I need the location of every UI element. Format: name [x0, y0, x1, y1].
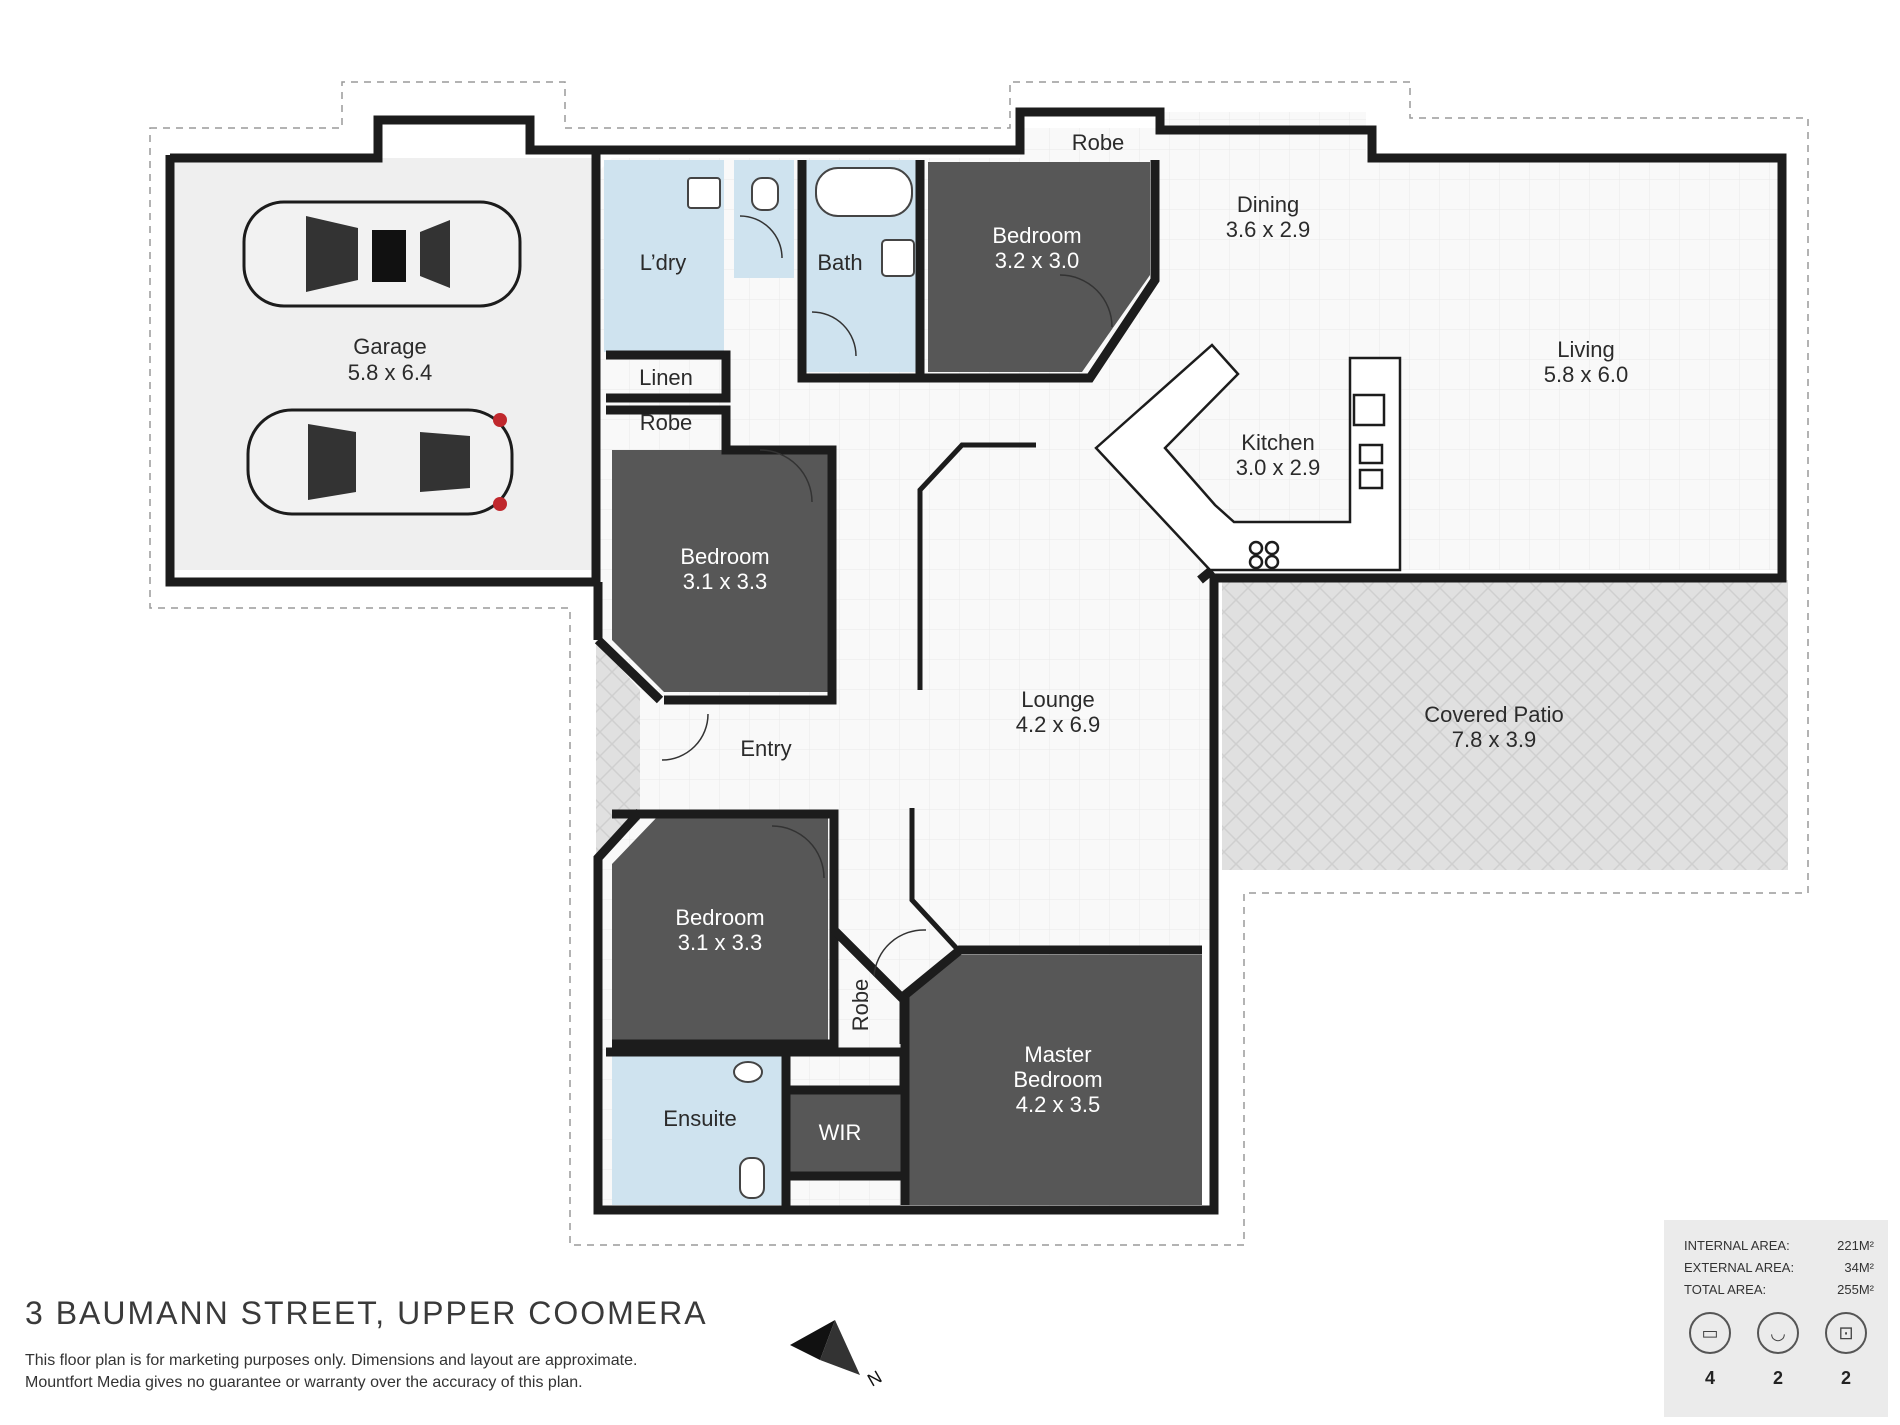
property-address: 3 BAUMANN STREET, UPPER COOMERA [25, 1295, 708, 1331]
area-row: INTERNAL AREA: 221M² [1684, 1238, 1874, 1256]
kitchen-dims: 3.0 x 2.9 [1236, 455, 1320, 480]
car-icon: ⊡ [1825, 1312, 1867, 1354]
walls [165, 107, 1787, 1215]
kitchen-bench [1094, 343, 1402, 572]
bedroom-top-dims: 3.2 x 3.0 [995, 248, 1079, 273]
area-summary: INTERNAL AREA: 221M² EXTERNAL AREA: 34M²… [1664, 1220, 1888, 1417]
master-bedroom-label-1: Master [1024, 1042, 1091, 1067]
bath-label: Bath [817, 250, 862, 275]
house-floor [600, 112, 1780, 1210]
bedroom-left-upper-dims: 3.1 x 3.3 [683, 569, 767, 594]
bedroom-top-label: Bedroom [992, 223, 1081, 248]
north-arrow-icon: N [790, 1320, 885, 1391]
feature-count: 2 [1840, 1368, 1851, 1388]
covered-patio-label: Covered Patio [1424, 702, 1563, 727]
feature-count: 2 [1772, 1368, 1783, 1388]
car-bottom [246, 408, 514, 516]
disclaimer: This floor plan is for marketing purpose… [25, 1350, 785, 1394]
area-row: TOTAL AREA: 255M² [1684, 1282, 1874, 1300]
lounge-dims: 4.2 x 6.9 [1016, 712, 1100, 737]
bed-icon: ▭ [1689, 1312, 1731, 1354]
master-bedroom-floor [905, 955, 1202, 1205]
bedroom-top-floor [928, 162, 1150, 372]
wir-floor [790, 1090, 904, 1176]
lounge-label: Lounge [1021, 687, 1094, 712]
garage-dims: 5.8 x 6.4 [348, 360, 432, 385]
area-value: 221M² [1837, 1238, 1874, 1253]
master-bedroom-dims: 4.2 x 3.5 [1016, 1092, 1100, 1117]
feature-bedrooms: ▭ 4 [1688, 1312, 1732, 1389]
kitchen-label: Kitchen [1241, 430, 1314, 455]
living-dims: 5.8 x 6.0 [1544, 362, 1628, 387]
area-label: EXTERNAL AREA: [1684, 1260, 1795, 1275]
ensuite-label: Ensuite [663, 1106, 736, 1131]
car-top [242, 200, 522, 308]
area-value: 255M² [1837, 1282, 1874, 1297]
feature-cars: ⊡ 2 [1824, 1312, 1868, 1389]
area-row: EXTERNAL AREA: 34M² [1684, 1260, 1874, 1278]
robe-lower-label: Robe [848, 979, 873, 1032]
living-label: Living [1557, 337, 1614, 362]
area-label: INTERNAL AREA: [1684, 1238, 1790, 1253]
wir-label: WIR [819, 1120, 862, 1145]
master-bedroom-label-2: Bedroom [1013, 1067, 1102, 1092]
robe-left-label: Robe [640, 410, 693, 435]
disclaimer-line-2: Mountfort Media gives no guarantee or wa… [25, 1374, 583, 1391]
disclaimer-line-1: This floor plan is for marketing purpose… [25, 1352, 638, 1369]
dining-label: Dining [1237, 192, 1299, 217]
robe-top-label: Robe [1072, 130, 1125, 155]
area-label: TOTAL AREA: [1684, 1282, 1767, 1297]
covered-patio-dims: 7.8 x 3.9 [1452, 727, 1536, 752]
bath-icon: ◡ [1757, 1312, 1799, 1354]
dining-dims: 3.6 x 2.9 [1226, 217, 1310, 242]
partition-walls [909, 442, 1036, 954]
covered-patio-area [1222, 580, 1788, 870]
bedroom-left-lower-floor [612, 814, 828, 1044]
side-paving [596, 640, 640, 860]
lot-boundary [149, 81, 1809, 1246]
bedroom-left-lower-label: Bedroom [675, 905, 764, 930]
fixtures [687, 167, 915, 1199]
laundry-label: L’dry [640, 250, 686, 275]
bedroom-left-upper-floor [612, 450, 830, 692]
feature-count: 4 [1704, 1368, 1715, 1388]
bedroom-left-lower-dims: 3.1 x 3.3 [678, 930, 762, 955]
doors [661, 215, 1113, 977]
feature-bathrooms: ◡ 2 [1756, 1312, 1800, 1389]
entry-label: Entry [740, 736, 791, 761]
garage-label: Garage [353, 334, 426, 359]
linen-label: Linen [639, 365, 693, 390]
bedroom-left-upper-label: Bedroom [680, 544, 769, 569]
north-letter: N [864, 1367, 885, 1391]
area-value: 34M² [1844, 1260, 1874, 1275]
